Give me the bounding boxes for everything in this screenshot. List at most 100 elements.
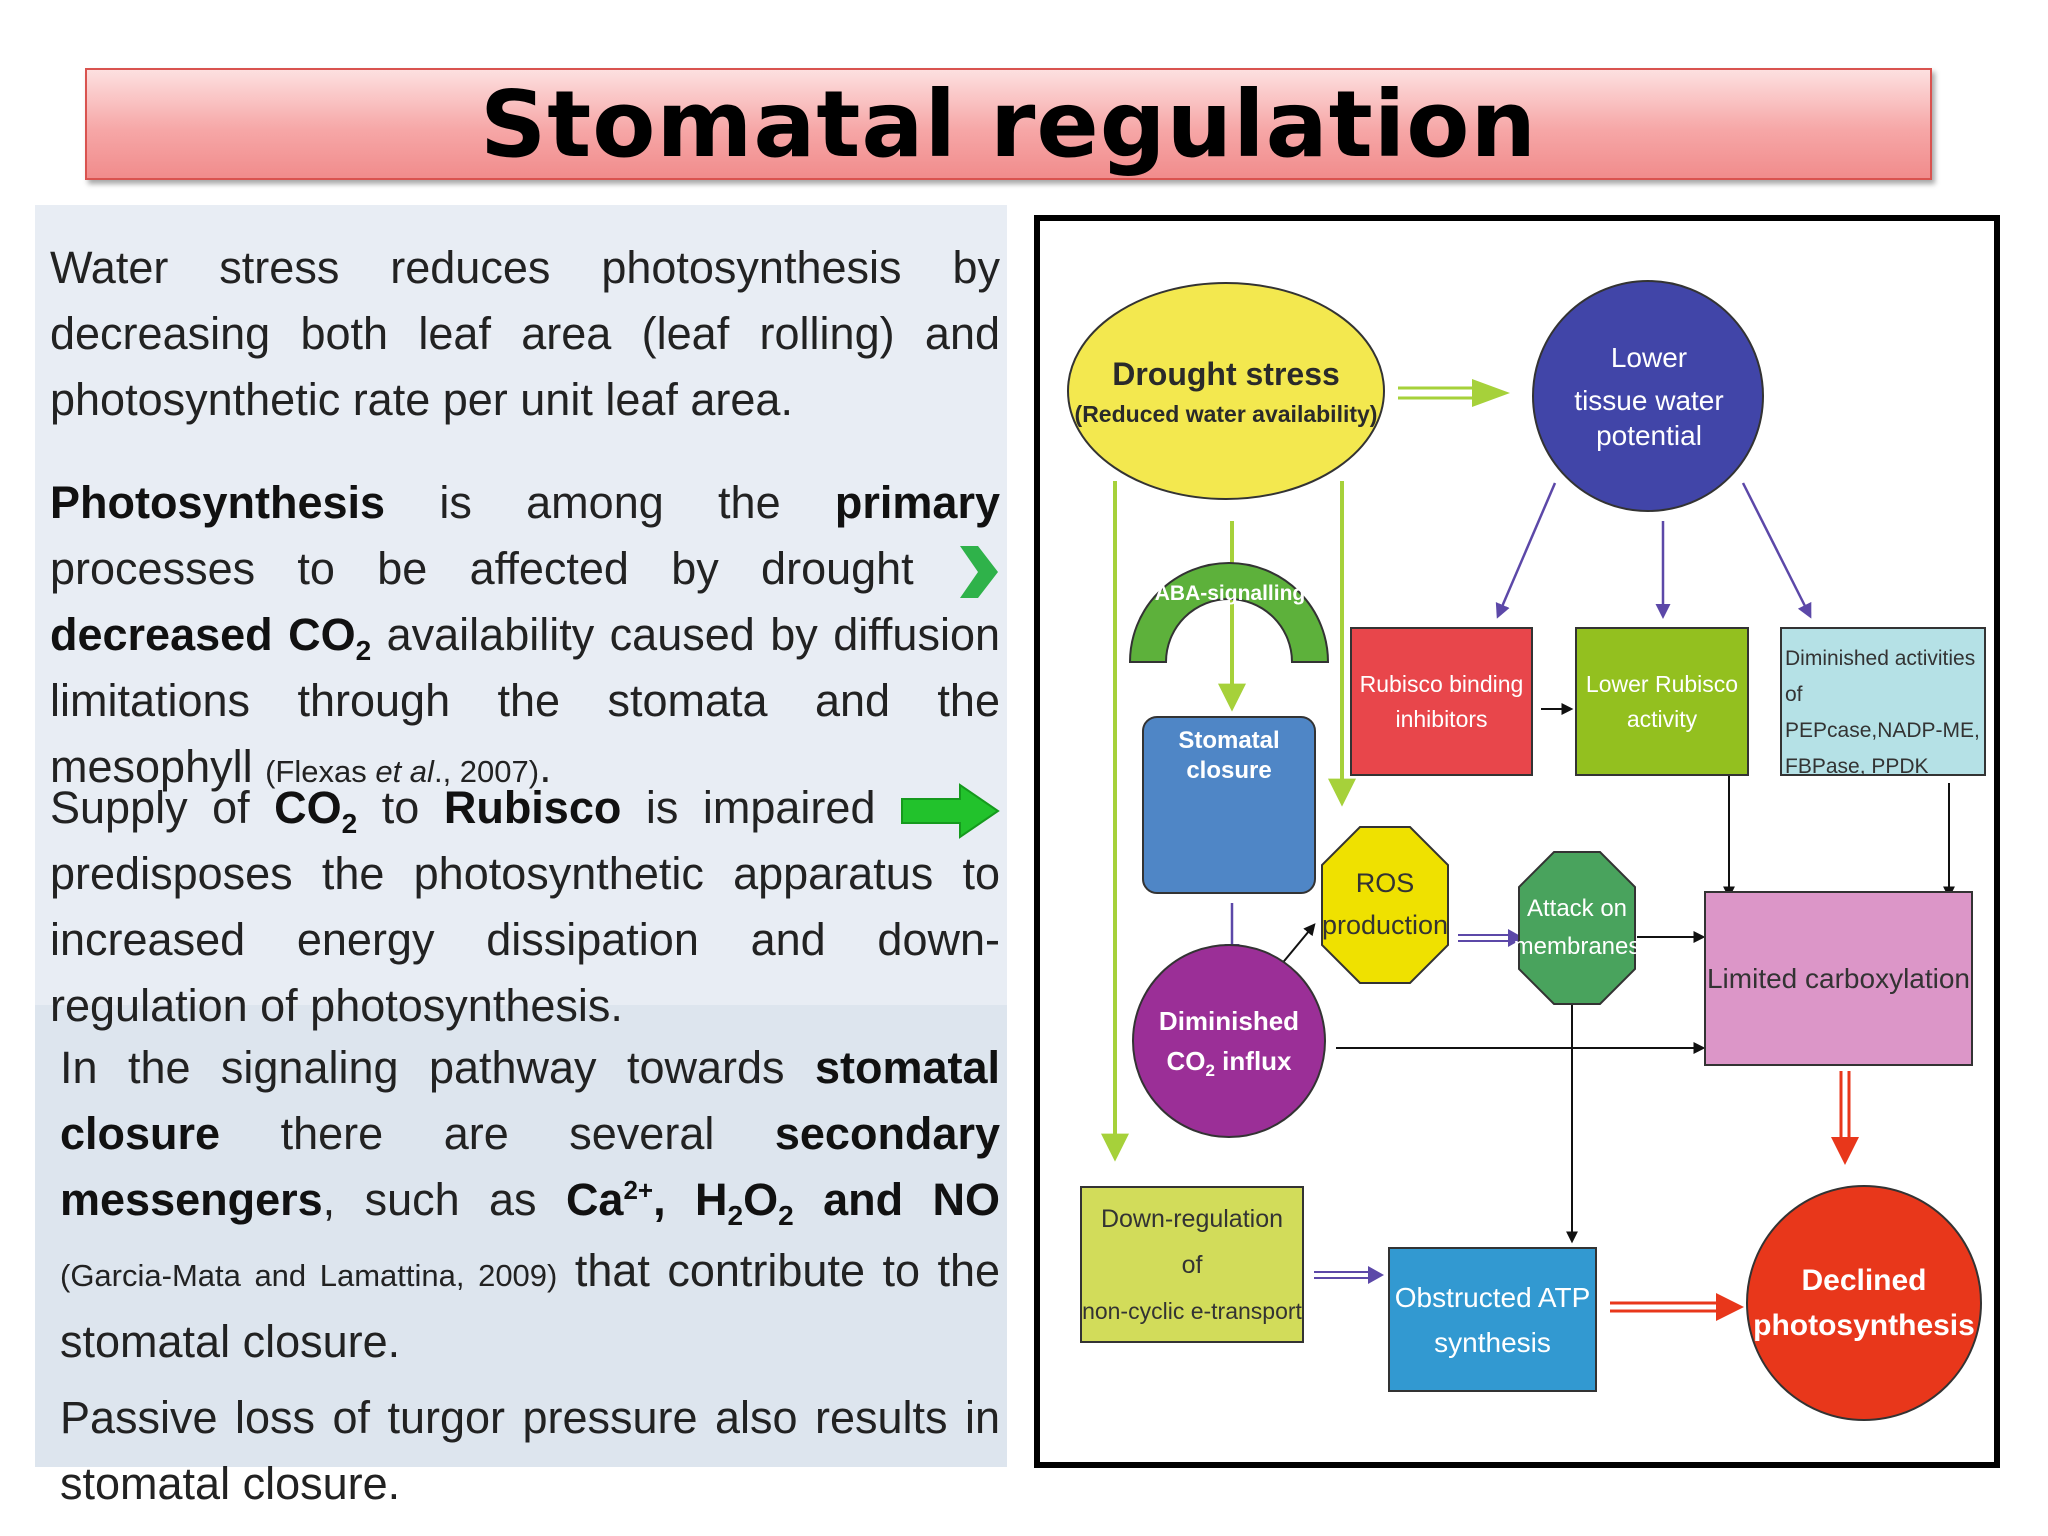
attack-membranes-label: Attack on membranes [1514,852,1641,1004]
citation-flexas-etal: et al [375,754,434,789]
obstructed-atp-line1: Obstructed ATP [1394,1281,1591,1313]
obstructed-atp-label: Obstructed ATP synthesis [1389,1248,1596,1391]
rubisco-binding-box [1350,627,1533,776]
paragraph-co2-supply: Supply of CO2 to Rubisco is impaired pre… [50,775,1000,1039]
drought-stress-subtitle: (Reduced water availability) [1074,400,1378,427]
green-right-arrow-icon [901,783,1000,840]
lower-rubisco-box [1575,627,1749,776]
attack-membranes-line1: Attack on [1526,895,1628,922]
drought-stress-ellipse [1067,282,1385,500]
p4-text-1: there are several [220,1108,775,1159]
stomatal-closure-label: Stomatal closure [1143,721,1315,791]
rubisco-binding-line2: inhibitors [1395,705,1488,732]
diminished-activities-label: Diminished activities of PEPcase,NADP-ME… [1785,641,1981,778]
term-h2o2-h: , H [653,1174,728,1225]
limited-carboxylation-label: Limited carboxylation [1705,892,1972,1065]
term-primary: primary [834,477,1000,528]
diminished-co2-influx: influx [1214,1046,1292,1076]
limited-carboxylation-text: Limited carboxylation [1706,963,1971,994]
paragraph-photosynthesis: Photosynthesis is among the primary proc… [50,470,1000,805]
p4-text-2: , such as [322,1174,566,1225]
diminished-activities-line3: FBPase, PPDK [1785,755,1929,778]
p2-text-2: processes to be affected by drought [50,543,956,594]
green-arrows [1101,379,1510,1162]
diminished-co2-circle [1132,944,1326,1138]
co2-subscript: 2 [355,635,372,666]
text-panel: Water stress reduces photosynthesis by d… [35,205,1007,1509]
stomatal-closure-box [1142,716,1316,894]
ros-label: ROS production [1322,827,1448,983]
diminished-activities-box [1780,627,1986,776]
chevron-arrow-icon [960,546,998,599]
diagram-shapes [1067,280,1986,1421]
lower-water-potential-label: Lower tissue water potential [1533,341,1765,451]
term-photosynthesis: Photosynthesis [50,477,386,528]
slide-title: Stomatal regulation [480,70,1537,178]
citation-flexas-a: (Flexas [265,754,376,789]
ros-line2: production [1321,910,1449,940]
declined-photosynthesis-circle [1746,1185,1982,1421]
p3-text-0: Supply of [50,782,275,833]
term-rubisco: Rubisco [443,782,622,833]
red-arrows [1610,1071,1859,1321]
ca-superscript: 2+ [623,1175,654,1205]
paragraph-signaling: In the signaling pathway towards stomata… [60,1035,1000,1375]
paragraph-water-stress-text: Water stress reduces photosynthesis by d… [50,242,1000,425]
downregulation-line2: of [1181,1250,1203,1279]
declined-photosynthesis-line2: photosynthesis [1753,1309,1975,1342]
diminished-co2-co: CO [1166,1046,1206,1076]
downregulation-box [1080,1186,1304,1343]
lower-water-potential-circle [1532,280,1764,512]
p2-text-1: is among the [385,477,835,528]
lower-water-potential-line2: tissue water potential [1574,384,1724,451]
term-secondary-messengers: secondary messengers [60,1108,1000,1225]
drought-stress-title: Drought stress [1112,355,1340,392]
text-panel-lower-band [35,1005,1007,1467]
lower-water-potential-line1: Lower [1610,341,1688,373]
p3-text-1: to [357,782,444,833]
term-co2: CO [274,782,342,833]
obstructed-atp-line2: synthesis [1434,1326,1551,1358]
p4-text-3: that contribute to the stomatal closure. [60,1245,1001,1367]
downregulation-label: Down-regulation of non-cyclic e-transpor… [1081,1187,1303,1342]
p2-text-3: availability caused by diffusion limitat… [50,609,1000,792]
paragraph-turgor-text: Passive loss of turgor pressure also res… [60,1392,1000,1509]
aba-signalling-arch [1128,562,1330,663]
term-decreased-co2: decreased CO [50,609,356,660]
diminished-activities-line2: PEPcase,NADP-ME, [1785,719,1980,742]
ros-line1: ROS [1355,868,1415,899]
lower-rubisco-label: Lower Rubisco activity [1576,628,1748,775]
term-h2o2-o: O [743,1174,779,1225]
stomatal-regulation-diagram: Drought stress (Reduced water availabili… [1034,215,2000,1468]
declined-photosynthesis-label: Declined photosynthesis [1747,1243,1981,1363]
downregulation-line3: non-cyclic e-transport [1082,1297,1302,1324]
paragraph-water-stress: Water stress reduces photosynthesis by d… [50,235,1000,433]
rubisco-binding-label: Rubisco binding inhibitors [1351,628,1532,775]
title-banner: Stomatal regulation [85,68,1932,180]
obstructed-atp-box [1388,1247,1597,1392]
term-ca: Ca [565,1174,624,1225]
attack-membranes-octagon [1518,851,1636,1005]
rubisco-binding-line1: Rubisco binding [1359,670,1524,697]
citation-flexas-b: ., 2007) [433,754,540,789]
p2-end: . [539,741,552,792]
aba-signalling-text: ABA-signalling [1154,581,1306,605]
downregulation-line1: Down-regulation [1100,1204,1284,1233]
h2o2-sub-2: 2 [778,1200,794,1231]
stomatal-closure-text: Stomatal closure [1178,727,1280,784]
p3-text-3: predisposes the photosynthetic apparatus… [50,848,1000,1032]
ros-octagon [1321,826,1449,984]
lower-rubisco-line1: Lower Rubisco [1585,670,1739,697]
term-stomatal-closure: stomatal closure [60,1042,1000,1159]
diminished-co2-line1: Diminished [1158,1005,1300,1036]
diminished-co2-line2: CO2 influx [1166,1045,1292,1079]
lower-rubisco-line2: activity [1626,705,1698,732]
attack-membranes-line2: membranes [1513,933,1641,960]
paragraph-turgor: Passive loss of turgor pressure also res… [60,1385,1000,1517]
declined-photosynthesis-line1: Declined [1801,1263,1927,1297]
aba-signalling-label: ABA-signalling [1150,577,1310,611]
h2o2-sub-1: 2 [727,1200,744,1231]
black-arrows [1279,703,1955,1244]
citation-flexas: (Flexas et al., 2007) [265,754,539,789]
diminished-activities-line1: Diminished activities of [1785,647,1976,706]
